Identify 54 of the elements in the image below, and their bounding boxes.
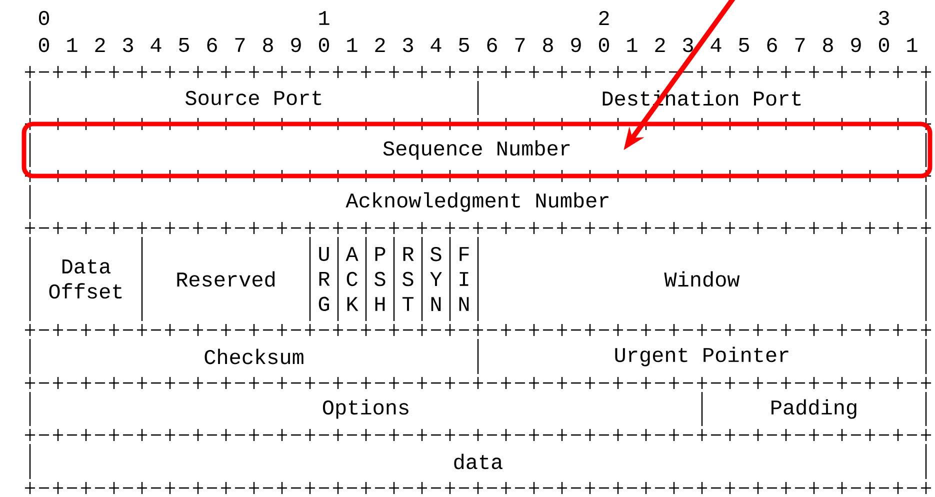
- bit-number: 7: [795, 38, 805, 52]
- bit-number: 9: [291, 38, 301, 52]
- bit-number: 4: [430, 38, 442, 52]
- bit-number: 4: [710, 38, 722, 52]
- bit-number: 1: [907, 38, 918, 52]
- bit-number: 5: [179, 38, 189, 52]
- bit-number: 7: [515, 38, 525, 52]
- header-field: Padding: [772, 399, 856, 419]
- header-field: Checksum: [204, 348, 304, 364]
- header-field: U R G: [318, 246, 330, 311]
- bit-number: 9: [571, 38, 581, 52]
- header-field: P S H: [374, 247, 386, 311]
- bit-number: 1: [627, 38, 638, 52]
- bit-number: 0: [318, 38, 330, 52]
- header-field: A C K: [346, 247, 358, 311]
- bit-number: 6: [487, 38, 497, 52]
- bit-number: 1: [67, 38, 78, 52]
- header-field: Acknowledgment Number: [346, 192, 608, 212]
- header-field: Sequence Number: [383, 140, 570, 160]
- bit-number: 5: [459, 38, 469, 52]
- bit-number: 2: [375, 38, 385, 52]
- header-field: Options: [322, 399, 408, 419]
- bit-number: 1: [347, 38, 358, 52]
- bit-number: 0: [598, 38, 609, 52]
- highlight-box: [22, 122, 932, 178]
- bit-number: 5: [739, 38, 749, 52]
- bit-number: 3: [403, 38, 413, 52]
- bit-number: 8: [263, 38, 273, 52]
- bit-number: 7: [235, 38, 245, 52]
- bit-number: 3: [879, 10, 889, 26]
- bit-number: 1: [319, 11, 330, 25]
- header-field: Window: [664, 271, 740, 287]
- bit-number: 4: [150, 38, 162, 52]
- header-field: Reserved: [177, 271, 275, 287]
- bit-number: 3: [123, 38, 133, 52]
- bit-number: 8: [823, 38, 833, 52]
- bit-number: 6: [207, 38, 217, 52]
- header-field: Source Port: [186, 90, 322, 106]
- bit-number: 9: [851, 38, 861, 52]
- bit-number: 0: [38, 10, 50, 26]
- header-field: Urgent Pointer: [615, 346, 788, 366]
- bit-number: 6: [767, 38, 777, 52]
- bit-number: 2: [95, 38, 105, 52]
- bit-number: 3: [683, 38, 693, 52]
- bit-number: 2: [655, 38, 665, 52]
- header-field: data: [454, 454, 502, 470]
- header-field: R S T: [402, 247, 414, 311]
- bit-number: 2: [599, 10, 609, 26]
- bit-number: 0: [878, 38, 889, 52]
- header-field: F I N: [459, 247, 469, 311]
- header-field: Data Offset: [49, 259, 122, 299]
- header-field: S Y N: [430, 246, 442, 312]
- bit-number: 8: [543, 38, 553, 52]
- bit-number: 0: [38, 38, 50, 52]
